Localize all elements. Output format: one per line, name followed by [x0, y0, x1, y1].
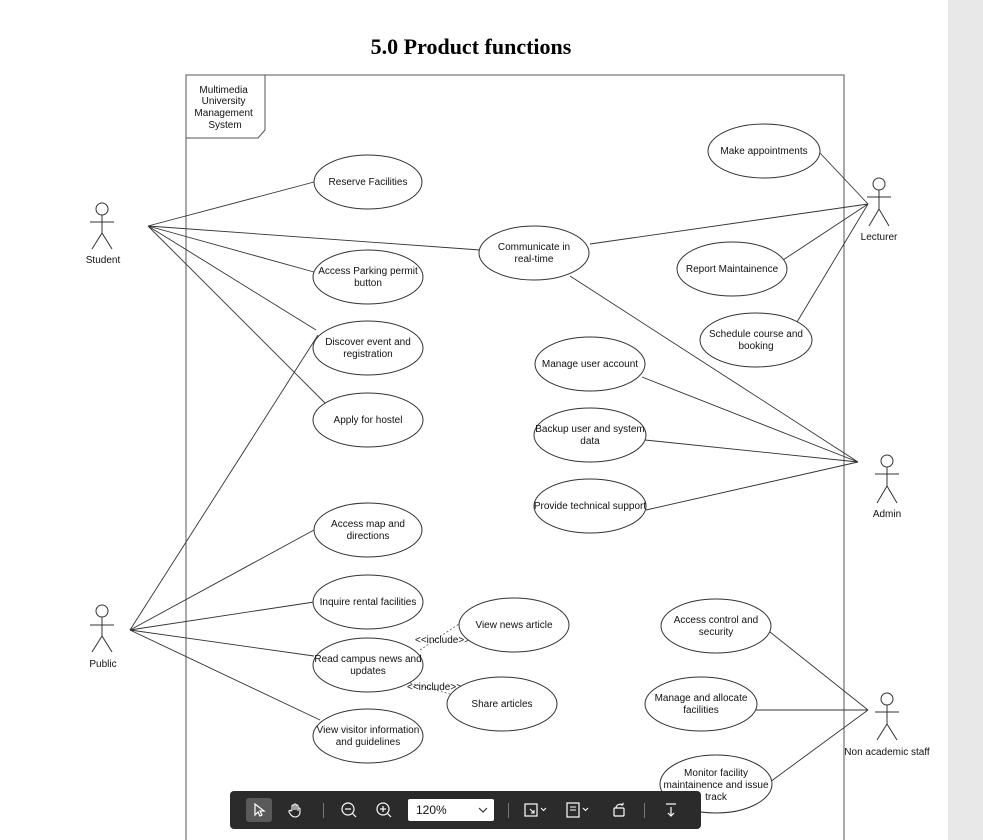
vertical-scrollbar[interactable]	[948, 0, 983, 840]
select-arrow-icon[interactable]	[246, 798, 272, 822]
actor-non-academic-staff-label: Non academic staff	[844, 747, 930, 758]
actor-lecturer	[867, 177, 891, 227]
actor-student	[90, 202, 114, 250]
page-title: 5.0 Product functions	[370, 34, 572, 59]
use-case-view-news-article: View news article	[458, 597, 570, 653]
svg-text:Reserve Facilities: Reserve Facilities	[329, 177, 408, 188]
include-relation-view	[419, 621, 463, 651]
use-case-apply-for-hostel: Apply for hostel	[312, 392, 424, 448]
actor-admin-label: Admin	[873, 509, 901, 520]
fit-page-icon[interactable]	[520, 798, 552, 822]
svg-text:Apply for hostel: Apply for hostel	[334, 415, 403, 426]
use-case-manage-user-account: Manage user account	[534, 336, 646, 392]
include-label-2: <<include>>	[407, 682, 462, 693]
include-relation-share	[409, 682, 451, 695]
use-case-inquire-rental: Inquire rental facilities	[312, 574, 424, 630]
svg-text:Inquire rental facilities: Inquire rental facilities	[320, 597, 417, 608]
chevron-down-icon	[478, 799, 488, 828]
page-layout-icon[interactable]	[562, 798, 594, 822]
download-icon[interactable]	[658, 798, 684, 822]
use-case-report-maintenance: Report Maintainence	[676, 241, 788, 297]
system-label-tab	[186, 74, 266, 139]
svg-text:Share articles: Share articles	[471, 699, 532, 710]
use-case-share-articles: Share articles	[446, 676, 558, 732]
actor-non-academic-staff	[875, 692, 899, 741]
system-label: Multimedia University Management System	[194, 85, 255, 131]
svg-text:View news article: View news article	[475, 620, 553, 631]
actor-public-label: Public	[89, 659, 116, 670]
svg-text:Report Maintainence: Report Maintainence	[686, 264, 779, 275]
document-page: 5.0 Product functions Multimedia Univers…	[85, 34, 930, 840]
actor-admin	[875, 454, 899, 504]
association-lines	[129, 152, 869, 783]
hand-pan-icon[interactable]	[282, 798, 308, 822]
use-case-make-appointments: Make appointments	[707, 123, 821, 179]
actor-public	[90, 604, 114, 653]
svg-text:Manage user account: Manage user account	[542, 359, 638, 370]
use-case-reserve-facilities: Reserve Facilities	[313, 154, 423, 210]
use-case-diagram: Multimedia University Management System	[86, 74, 930, 840]
zoom-out-icon[interactable]	[336, 798, 362, 822]
zoom-level-select[interactable]: 120%	[408, 799, 494, 821]
actor-lecturer-label: Lecturer	[861, 232, 898, 243]
svg-text:Make appointments: Make appointments	[720, 146, 807, 157]
zoom-in-icon[interactable]	[371, 798, 397, 822]
system-boundary	[185, 74, 845, 840]
svg-text:Provide technical support: Provide technical support	[534, 501, 647, 512]
actor-student-label: Student	[86, 255, 121, 266]
use-case-technical-support: Provide technical support	[533, 478, 647, 534]
zoom-level-value: 120%	[416, 803, 447, 817]
rotate-icon[interactable]	[606, 798, 632, 822]
include-label-1: <<include>>	[415, 635, 470, 646]
viewer-toolbar: 120%	[230, 791, 701, 829]
